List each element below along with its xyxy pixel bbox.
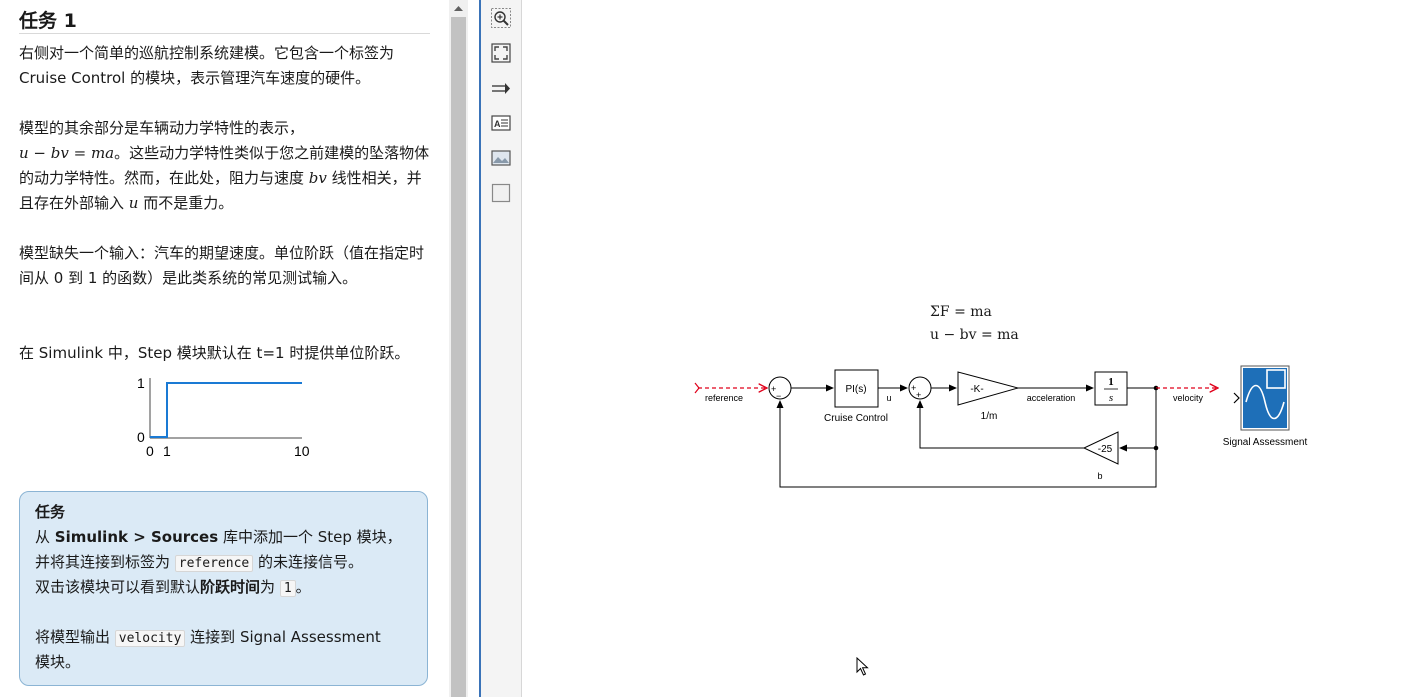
assessment-input-port[interactable] (1233, 392, 1240, 404)
cruise-control-label: Cruise Control (824, 413, 888, 424)
sum2-plus-sign-2: + (916, 390, 921, 400)
task-callout: 任务 从 Simulink > Sources 库中添加一个 Step 模块， … (19, 491, 428, 686)
svg-text:A: A (494, 119, 501, 129)
fit-view-icon[interactable] (491, 43, 511, 63)
x-tick-1: 1 (163, 443, 171, 459)
task-line-4: 将模型输出 velocity 连接到 Signal Assessment (35, 625, 415, 651)
pane-splitter[interactable] (479, 0, 481, 697)
integrator-numerator: 1 (1108, 376, 1114, 388)
task-line-1: 从 Simulink > Sources 库中添加一个 Step 模块， (35, 525, 415, 550)
dynamics-text-1: 模型的其余部分是车辆动力学特性的表示， (19, 119, 305, 137)
area-icon[interactable] (491, 183, 511, 203)
model-canvas[interactable]: ΣF = ma u − bv = ma reference + − PI(s) … (522, 0, 1401, 697)
u-label: u (886, 393, 891, 403)
canvas-palette: A (481, 0, 522, 697)
acceleration-label: acceleration (1027, 393, 1076, 403)
damping-term: bv (308, 169, 327, 187)
sum1-minus-sign: − (776, 391, 781, 401)
code-velocity: velocity (114, 630, 186, 647)
task-line-3: 双击该模块可以看到默认阶跃时间为 1。 (35, 575, 415, 601)
assessment-window-icon (1266, 369, 1286, 389)
task-heading: 任务 (35, 503, 66, 521)
x-tick-0: 0 (146, 443, 154, 459)
mass-gain-block[interactable] (957, 371, 1020, 406)
step-paragraph: 在 Simulink 中，Step 模块默认在 t=1 时提供单位阶跃。 (19, 344, 410, 362)
step-time-term: 阶跃时间 (200, 578, 261, 596)
damping-feedback-signal[interactable] (916, 400, 1084, 449)
y-tick-1: 1 (137, 375, 145, 391)
task-line-2: 并将其连接到标签为 reference 的未连接信号。 (35, 550, 415, 576)
code-reference: reference (174, 555, 254, 572)
missing-input-paragraph: 模型缺失一个输入：汽车的期望速度。单位阶跃（值在指定时间从 0 到 1 的函数）… (19, 244, 425, 287)
task-text: 连接到 Signal Assessment (185, 628, 381, 646)
intro-paragraph: 右侧对一个简单的巡航控制系统建模。它包含一个标签为 Cruise Control… (19, 44, 395, 87)
input-term: u (128, 194, 139, 212)
sine-wave-icon (1245, 384, 1285, 420)
task-text: 并将其连接到标签为 (35, 553, 175, 571)
damping-gain-text: -25 (1098, 444, 1113, 455)
reference-label: reference (705, 393, 743, 403)
velocity-label: velocity (1173, 393, 1204, 403)
mouse-cursor-icon (856, 657, 869, 676)
library-path: Simulink > Sources (54, 528, 219, 546)
gain-text: -K- (970, 384, 983, 395)
dynamics-text-2: 。这些动力学特性类似于您之前建模的坠落物体的动力学特性。然而，在此处，阻力与速度 (19, 144, 430, 187)
task-text: 从 (35, 528, 55, 546)
task-text: 为 (260, 578, 280, 596)
unit-step-plot: 1 0 0 1 10 (137, 375, 310, 459)
code-step-time: 1 (279, 580, 296, 597)
annotation-icon[interactable]: A (491, 113, 511, 133)
task-text: 的未连接信号。 (253, 553, 364, 571)
task-title: 任务 1 (19, 10, 77, 32)
integrator-denominator: s (1109, 392, 1113, 404)
dynamics-equation: u − bv = ma (19, 144, 115, 162)
task-text: 库中添加一个 Step 模块， (218, 528, 402, 546)
equation-force: ΣF = ma (930, 304, 992, 320)
image-icon[interactable] (491, 148, 511, 168)
scroll-up-arrow-icon[interactable] (449, 0, 468, 17)
sum2-plus-sign-1: + (911, 383, 916, 393)
x-tick-10: 10 (294, 443, 310, 459)
damping-gain-block[interactable] (1082, 431, 1119, 465)
task-text: 将模型输出 (35, 628, 115, 646)
cruise-control-block[interactable] (834, 369, 879, 408)
dynamics-text-4: 而不是重力。 (143, 194, 234, 212)
arrow-connect-icon[interactable] (491, 78, 511, 98)
sum1-plus-sign: + (771, 384, 776, 394)
dynamics-text-3: 线性相关，并且存在外部输入 (19, 169, 422, 212)
step-line (150, 382, 302, 438)
y-tick-0: 0 (137, 429, 145, 445)
damping-label: b (1097, 471, 1102, 481)
scroll-thumb[interactable] (451, 17, 466, 697)
instruction-pane: 任务 1 右侧对一个简单的巡航控制系统建模。它包含一个标签为 Cruise Co… (0, 0, 449, 697)
dynamics-paragraph: 模型的其余部分是车辆动力学特性的表示， u − bv = ma。这些动力学特性类… (19, 116, 431, 216)
signal-assessment-label: Signal Assessment (1223, 437, 1308, 448)
equation-dynamics: u − bv = ma (930, 327, 1019, 343)
instruction-scrollbar[interactable] (449, 0, 468, 697)
integrator-block[interactable] (1094, 371, 1128, 406)
pi-block-text: PI(s) (845, 384, 866, 395)
velocity-feedback-signal[interactable] (776, 400, 1157, 488)
task-text: 。 (295, 578, 311, 596)
title-divider (19, 33, 430, 34)
task-text: 双击该模块可以看到默认 (35, 578, 201, 596)
zoom-in-icon[interactable] (491, 8, 511, 28)
task-line-5: 模块。 (35, 653, 81, 671)
simulink-diagram: reference + − PI(s) Cruise Control u + +… (694, 365, 1308, 488)
gain-name-label: 1/m (981, 411, 998, 422)
